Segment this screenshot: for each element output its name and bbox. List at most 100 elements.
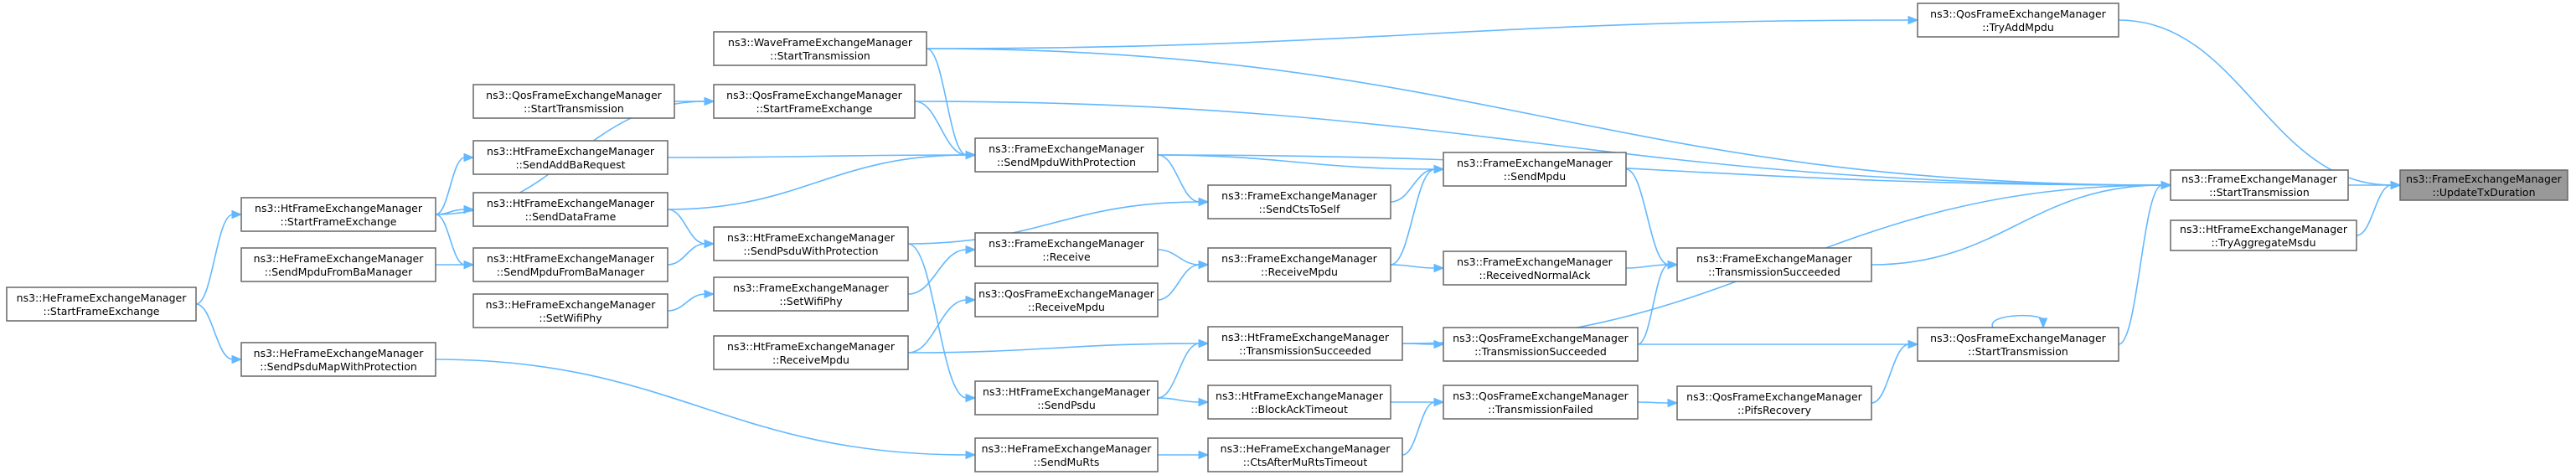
edge-line [1625, 264, 1670, 269]
node-label-line1: ns3::HtFrameExchangeManager [2180, 223, 2348, 235]
node-label-line2: ::StartTransmission [524, 102, 624, 115]
node-box [472, 140, 669, 175]
graph-node-fem_sm[interactable]: ns3::FrameExchangeManager::SendMpdu [1443, 152, 1627, 187]
node-label-line2: ::SendAddBaRequest [515, 158, 625, 171]
arrowhead-icon [965, 450, 977, 460]
call-edge-fem_smwp-to-fem_scts [1157, 154, 1210, 207]
graph-node-he_sfe[interactable]: ns3::HeFrameExchangeManager::StartFrameE… [6, 287, 197, 322]
graph-node-fem_swp[interactable]: ns3::FrameExchangeManager::SetWifiPhy [713, 276, 909, 312]
node-box [472, 293, 669, 328]
node-label-line1: ns3::HtFrameExchangeManager [487, 145, 655, 157]
graph-node-ht_smfba[interactable]: ns3::HtFrameExchangeManager::SendMpduFro… [472, 247, 669, 282]
graph-node-ht_sdf[interactable]: ns3::HtFrameExchangeManager::SendDataFra… [472, 192, 669, 227]
node-label-line1: ns3::WaveFrameExchangeManager [728, 36, 913, 49]
edge-line [195, 214, 234, 305]
arrowhead-icon [1198, 338, 1210, 349]
graph-node-ht_rm[interactable]: ns3::HtFrameExchangeManager::ReceiveMpdu [713, 335, 909, 370]
graph-node-ht_bat[interactable]: ns3::HtFrameExchangeManager::BlockAckTim… [1207, 385, 1391, 420]
node-box [1443, 152, 1627, 187]
node-label-line2: ::PifsRecovery [1737, 404, 1812, 416]
node-box [713, 31, 927, 66]
edge-line [667, 293, 706, 312]
node-label-line1: ns3::HtFrameExchangeManager [727, 340, 896, 353]
call-edge-ht_ts-to-qos_ts [1402, 339, 1445, 349]
graph-node-ht_saba[interactable]: ns3::HtFrameExchangeManager::SendAddBaRe… [472, 140, 669, 175]
graph-node-htfem_tam[interactable]: ns3::HtFrameExchangeManager::TryAggregat… [2170, 219, 2357, 251]
call-edge-ht_saba-to-fem_smwp [667, 150, 977, 160]
graph-node-qos_tf[interactable]: ns3::QosFrameExchangeManager::Transmissi… [1443, 385, 1639, 420]
node-label-line2: ::SendPsdu [1037, 399, 1096, 411]
graph-node-qos_sfe[interactable]: ns3::QosFrameExchangeManager::StartFrame… [713, 84, 916, 119]
graph-node-fem_recv[interactable]: ns3::FrameExchangeManager::Receive [974, 232, 1159, 267]
node-box [2170, 169, 2349, 201]
call-edge-qos_st2-to-fem_st [2118, 180, 2172, 345]
graph-node-ht_ts[interactable]: ns3::HtFrameExchangeManager::Transmissio… [1207, 326, 1403, 361]
node-label-line1: ns3::QosFrameExchangeManager [1930, 8, 2106, 20]
node-label-line2: ::TransmissionSucceeded [1708, 266, 1840, 278]
call-edge-wave_st-to-qos_tam [926, 15, 1919, 49]
graph-node-he_smfba[interactable]: ns3::HeFrameExchangeManager::SendMpduFro… [240, 247, 436, 282]
edge-line [1402, 401, 1436, 456]
node-label-line1: ns3::FrameExchangeManager [1696, 252, 1852, 265]
arrowhead-icon [1433, 339, 1445, 349]
graph-node-qos_tam[interactable]: ns3::QosFrameExchangeManager::TryAddMpdu [1917, 3, 2119, 38]
edge-line [907, 243, 968, 399]
graph-node-fem_st[interactable]: ns3::FrameExchangeManager::StartTransmis… [2170, 169, 2349, 201]
call-graph-nodes: ns3::FrameExchangeManager::UpdateTxDurat… [6, 3, 2568, 472]
node-box [2170, 219, 2357, 251]
graph-node-he_smr[interactable]: ns3::HeFrameExchangeManager::SendMuRts [974, 437, 1159, 472]
call-edge-ht_sfe-to-ht_sdf [435, 204, 475, 215]
graph-node-qos_rm[interactable]: ns3::QosFrameExchangeManager::ReceiveMpd… [974, 282, 1159, 318]
graph-node-ht_sfe[interactable]: ns3::HtFrameExchangeManager::StartFrameE… [240, 197, 436, 232]
node-label-line2: ::BlockAckTimeout [1251, 403, 1348, 416]
node-box [974, 232, 1159, 267]
edge-line [667, 209, 706, 245]
node-label-line1: ns3::HtFrameExchangeManager [487, 252, 655, 265]
edge-line [1637, 264, 1670, 345]
graph-node-he_camrt[interactable]: ns3::HeFrameExchangeManager::CtsAfterMuR… [1207, 437, 1403, 472]
graph-node-fem_rm[interactable]: ns3::FrameExchangeManager::ReceiveMpdu [1207, 247, 1391, 282]
call-edge-he_sfe-to-ht_sfe [195, 209, 243, 305]
node-label-line1: ns3::HtFrameExchangeManager [727, 231, 896, 244]
node-label-line2: ::ReceivedNormalAck [1479, 269, 1592, 281]
graph-node-qos_pr[interactable]: ns3::QosFrameExchangeManager::PifsRecove… [1676, 385, 1872, 421]
arrowhead-icon [463, 152, 475, 163]
node-label-line2: ::ReceiveMpdu [1261, 266, 1338, 278]
graph-node-fem_rna[interactable]: ns3::FrameExchangeManager::ReceivedNorma… [1443, 250, 1627, 286]
arrowhead-icon [1907, 15, 1919, 25]
edge-line [926, 48, 2163, 186]
arrowhead-icon [965, 295, 977, 305]
node-label-line1: ns3::FrameExchangeManager [1221, 189, 1377, 202]
graph-node-qos_st1[interactable]: ns3::QosFrameExchangeManager::StartTrans… [472, 84, 675, 119]
graph-node-he_spmwp[interactable]: ns3::HeFrameExchangeManager::SendPsduMap… [240, 342, 436, 377]
graph-node-root[interactable]: ns3::FrameExchangeManager::UpdateTxDurat… [2399, 169, 2568, 201]
node-label-line1: ns3::FrameExchangeManager [2181, 173, 2337, 185]
node-label-line2: ::TransmissionFailed [1488, 403, 1593, 416]
graph-node-qos_ts[interactable]: ns3::QosFrameExchangeManager::Transmissi… [1443, 327, 1639, 362]
graph-node-ht_spwp[interactable]: ns3::HtFrameExchangeManager::SendPsduWit… [713, 226, 909, 261]
edge-line [667, 154, 968, 158]
node-label-line1: ns3::QosFrameExchangeManager [1930, 332, 2106, 344]
call-edge-qos_st2-to-qos_st2 [1991, 314, 2048, 329]
graph-node-fem_scts[interactable]: ns3::FrameExchangeManager::SendCtsToSelf [1207, 184, 1391, 219]
edge-line [435, 157, 466, 215]
edge-line [667, 154, 968, 210]
graph-node-qos_st2[interactable]: ns3::QosFrameExchangeManager::StartTrans… [1917, 327, 2119, 362]
arrowhead-icon [704, 96, 715, 106]
node-box [713, 84, 916, 119]
graph-node-ht_sp[interactable]: ns3::HtFrameExchangeManager::SendPsdu [974, 380, 1159, 416]
node-box [1207, 326, 1403, 361]
node-box [472, 192, 669, 227]
call-edge-fem_sm-to-fem_ts [1625, 168, 1679, 270]
arrowhead-icon [1198, 260, 1210, 270]
edge-line [1871, 343, 1910, 404]
node-label-line2: ::SendMpduFromBaManager [497, 266, 645, 278]
node-label-line1: ns3::FrameExchangeManager [1457, 157, 1613, 169]
graph-node-wave_st[interactable]: ns3::WaveFrameExchangeManager::StartTran… [713, 31, 927, 66]
edge-line [1157, 343, 1200, 399]
node-label-line1: ns3::HtFrameExchangeManager [983, 385, 1151, 398]
graph-node-fem_smwp[interactable]: ns3::FrameExchangeManager::SendMpduWithP… [974, 137, 1159, 173]
graph-node-fem_ts[interactable]: ns3::FrameExchangeManager::TransmissionS… [1676, 247, 1872, 282]
graph-node-he_swp[interactable]: ns3::HeFrameExchangeManager::SetWifiPhy [472, 293, 669, 328]
call-edge-ht_sfe-to-ht_smfba [435, 214, 475, 270]
